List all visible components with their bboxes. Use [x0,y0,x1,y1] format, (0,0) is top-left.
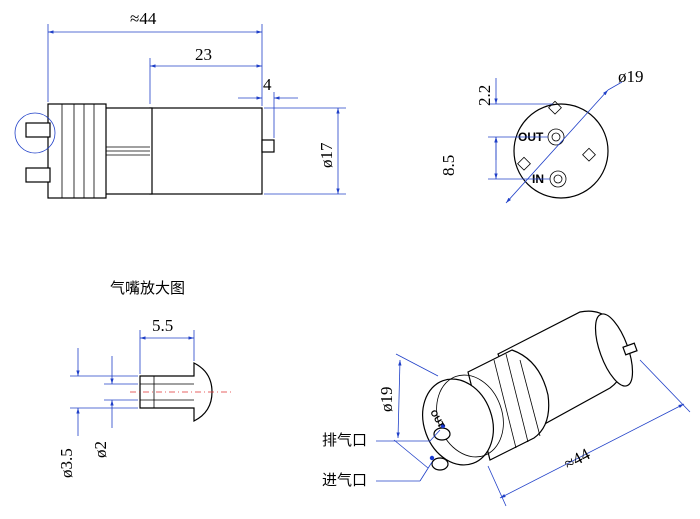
front-face [513,103,609,199]
dim-top-offset: 2.2 [475,85,494,106]
iso-dim-length: ≈44 [561,444,594,473]
iso-dim-diameter: ø19 [377,387,396,413]
dim-face-diameter: ø19 [618,67,644,86]
side-view: ≈44 23 4 ø17 [14,9,346,199]
dim-nozzle-length: 5.5 [152,316,173,335]
nozzle-profile [139,362,213,422]
motor-shaft [261,139,275,153]
dim-total-length: ≈44 [130,9,157,28]
front-view: OUT IN ø19 2.2 8.5 [439,67,644,204]
nozzle-title: 气嘴放大图 [110,279,185,297]
dim-body-diameter: ø17 [317,142,336,168]
label-intake-port: 进气口 [322,471,367,489]
iso-port-in-dot [429,455,435,461]
nozzle-out [25,122,51,138]
iso-shaft [622,342,638,356]
dim-motor-length: 23 [195,45,212,64]
motor-body [149,107,263,195]
dim-nozzle-inner: ø2 [91,441,110,458]
pump-cap [47,103,107,199]
iso-nozzle-out [433,427,451,441]
iso-nozzle-in [431,457,449,471]
iso-view: OUT ø19 ≈44 排气口 进气口 [322,310,691,507]
iso-pump-face [422,378,494,466]
dim-shaft-length: 4 [263,75,272,94]
label-exhaust-port: 排气口 [322,431,367,449]
dim-nozzle-outer: ø3.5 [57,448,76,478]
iso-port-out-dot [440,423,446,429]
dim-port-spacing: 8.5 [439,155,458,176]
nozzle-in [25,167,51,183]
nozzle-detail: 气嘴放大图 5.5 ø3.5 ø2 [57,279,232,478]
magnify-circle [14,112,56,154]
